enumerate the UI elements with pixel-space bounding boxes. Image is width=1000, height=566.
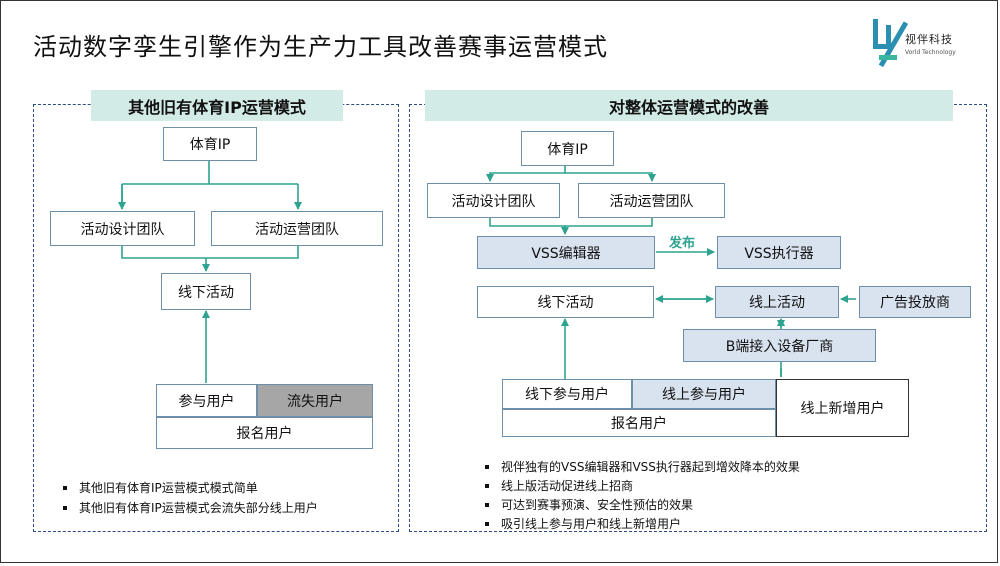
improved-bullet-4: 吸引线上参与用户和线上新增用户	[485, 515, 681, 532]
right-offline-activity-box: 线下活动	[477, 286, 654, 318]
vss-executor-box: VSS执行器	[717, 236, 841, 269]
right-design-team-box: 活动设计团队	[427, 183, 560, 218]
publish-label: 发布	[669, 236, 696, 251]
improved-bullet-2: 线上版活动促进线上招商	[485, 477, 633, 494]
online-participant-box: 线上参与用户	[632, 379, 776, 409]
right-registered-user-box: 报名用户	[502, 409, 776, 437]
improved-bullet-1: 视伴独有的VSS编辑器和VSS执行器起到增效降本的效果	[485, 458, 800, 475]
online-activity-box: 线上活动	[715, 286, 839, 318]
legacy-model-heading: 其他旧有体育IP运营模式	[91, 90, 343, 121]
logo-name: 视伴科技	[905, 33, 953, 46]
online-new-user-box: 线上新增用户	[776, 379, 909, 437]
legacy-bullet-1: 其他旧有体育IP运营模式模式简单	[63, 479, 258, 496]
logo-name-en: Vorld Technology	[905, 49, 956, 56]
advertiser-box: 广告投放商	[859, 286, 971, 318]
company-logo	[873, 19, 909, 68]
design-team-box: 活动设计团队	[50, 211, 195, 246]
right-ops-team-box: 活动运营团队	[578, 183, 725, 218]
page-title: 活动数字孪生引擎作为生产力工具改善赛事运营模式	[33, 33, 608, 61]
improved-model-heading: 对整体运营模式的改善	[425, 90, 953, 121]
right-sports-ip-box: 体育IP	[521, 131, 614, 166]
offline-participant-box: 线下参与用户	[502, 379, 632, 409]
ops-team-box: 活动运营团队	[211, 211, 383, 246]
lost-user-box: 流失用户	[257, 384, 373, 417]
legacy-bullet-2: 其他旧有体育IP运营模式会流失部分线上用户	[63, 499, 318, 516]
vss-editor-box: VSS编辑器	[477, 236, 655, 269]
participant-user-box: 参与用户	[156, 384, 257, 417]
sports-ip-box: 体育IP	[163, 127, 257, 161]
improved-bullet-3: 可达到赛事预演、安全性预估的效果	[485, 496, 693, 513]
offline-activity-box: 线下活动	[161, 273, 251, 310]
registered-user-box: 报名用户	[156, 417, 373, 449]
b-device-vendor-box: B端接入设备厂商	[683, 329, 876, 362]
